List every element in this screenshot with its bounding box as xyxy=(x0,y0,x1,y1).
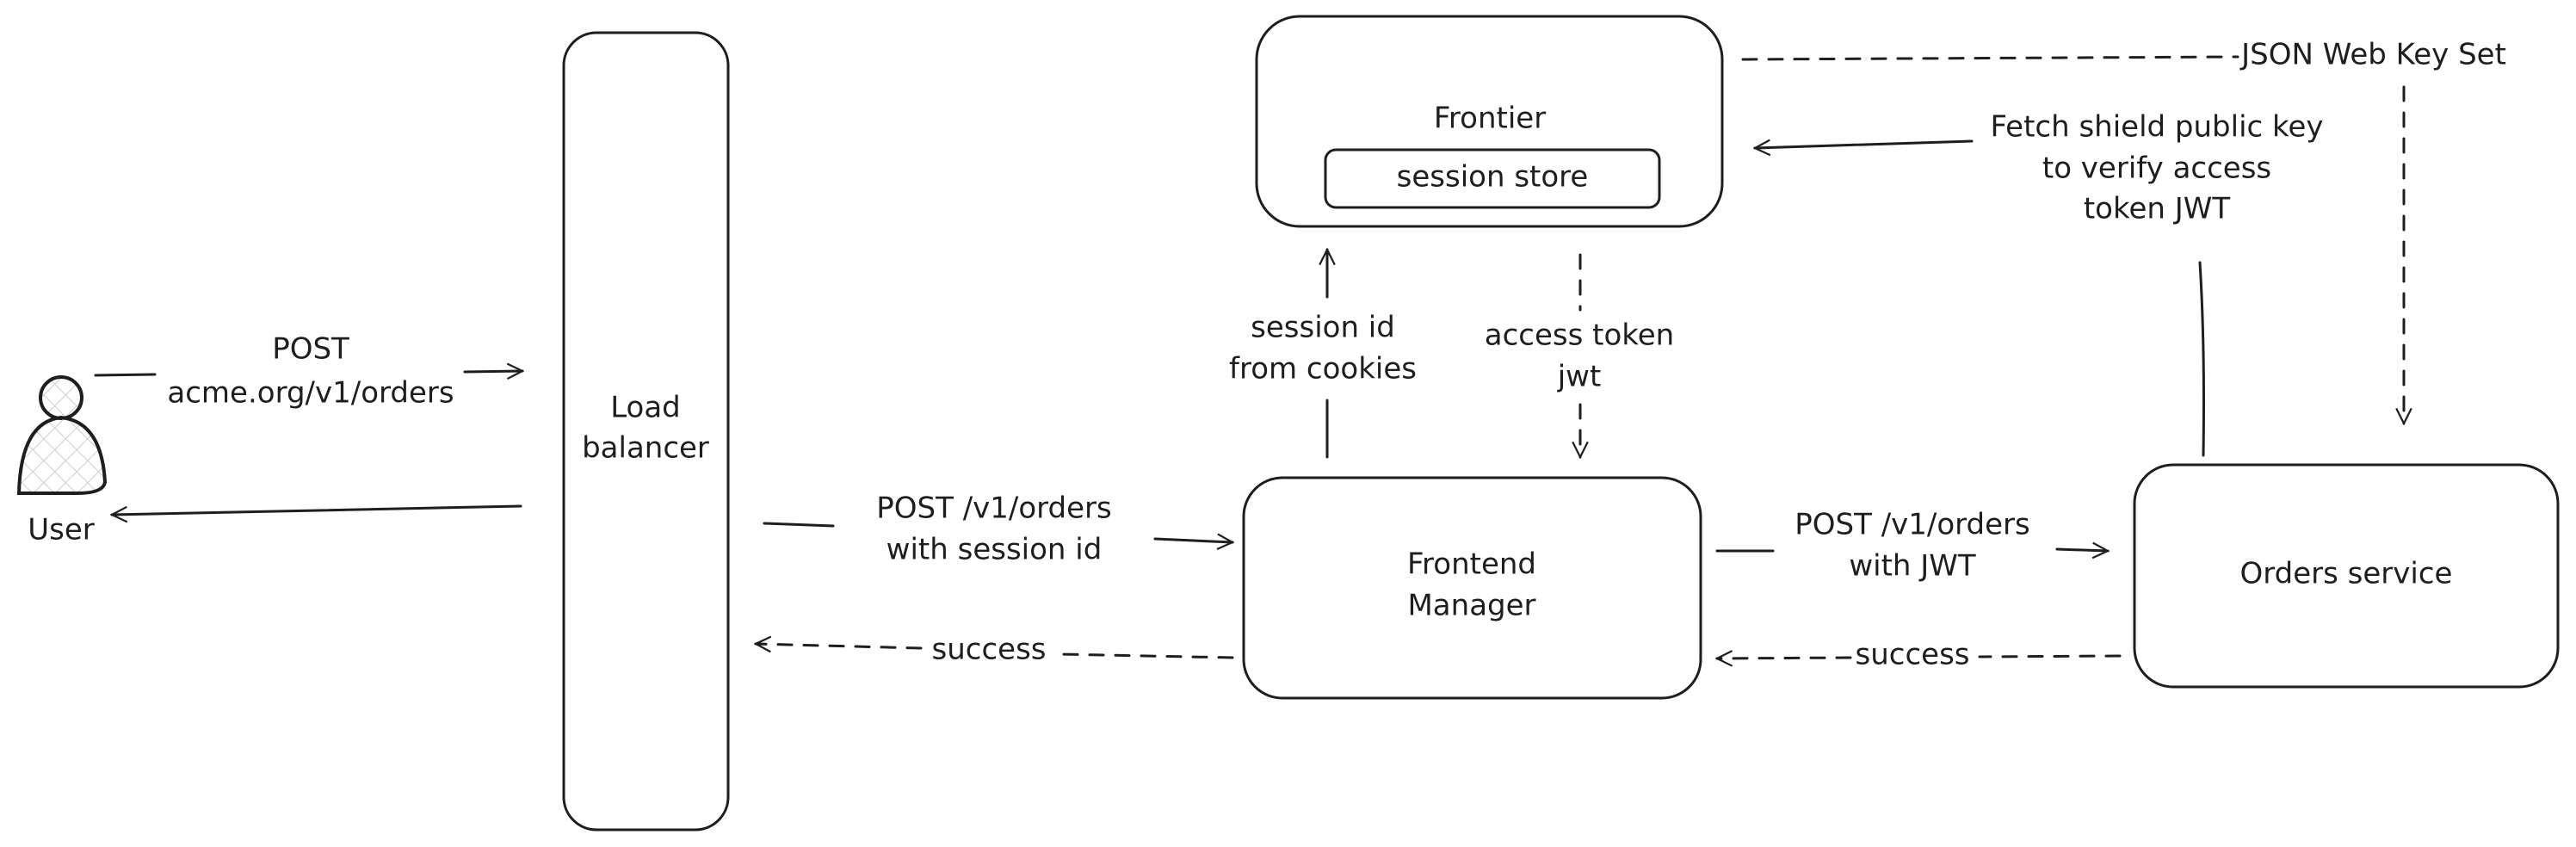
svg-text:success: success xyxy=(932,633,1047,667)
edge-load-balancer-to-frontend-manager: POST /v1/orders with session id xyxy=(763,492,1232,567)
frontend-manager-label: Frontend xyxy=(1407,547,1536,582)
svg-text:acme.org/v1/orders: acme.org/v1/orders xyxy=(167,376,454,411)
edge-user-to-load-balancer: POST acme.org/v1/orders xyxy=(94,332,522,411)
svg-text:from cookies: from cookies xyxy=(1229,352,1417,386)
frontier-node[interactable]: Frontier session store xyxy=(1255,15,1724,228)
svg-text:POST /v1/orders: POST /v1/orders xyxy=(876,492,1111,526)
svg-text:with JWT: with JWT xyxy=(1849,549,1976,584)
frontend-manager-node[interactable]: Frontend Manager xyxy=(1242,476,1702,700)
svg-text:success: success xyxy=(1856,638,1970,672)
session-store-label: session store xyxy=(1397,160,1589,195)
svg-text:JSON Web Key Set: JSON Web Key Set xyxy=(2239,38,2506,72)
session-store-node[interactable] xyxy=(1324,148,1661,209)
svg-text:token JWT: token JWT xyxy=(2084,192,2231,226)
user-body-icon xyxy=(16,415,108,495)
svg-text:POST /v1/orders: POST /v1/orders xyxy=(1795,508,2029,542)
edge-jwks-to-orders-service: JSON Web Key Set xyxy=(1741,38,2506,424)
user-head-icon xyxy=(39,375,83,420)
load-balancer-node[interactable]: Load balancer xyxy=(562,31,730,832)
svg-text:access token: access token xyxy=(1485,318,1674,353)
user-label: User xyxy=(28,513,95,547)
edge-frontier-to-frontend-manager: access token jwt xyxy=(1485,253,1674,457)
svg-text:session id: session id xyxy=(1251,311,1395,345)
orders-service-label: Orders service xyxy=(2240,557,2453,591)
edge-frontend-manager-to-orders-service: POST /v1/orders with JWT xyxy=(1715,508,2108,584)
frontend-manager-label: Manager xyxy=(1407,589,1535,623)
svg-text:Fetch shield public key: Fetch shield public key xyxy=(1990,110,2323,145)
svg-text:jwt: jwt xyxy=(1557,360,1602,394)
svg-text:to verify access: to verify access xyxy=(2042,151,2271,186)
edge-frontend-manager-to-load-balancer: success xyxy=(756,633,1234,667)
edge-frontend-manager-to-frontier: session id from cookies xyxy=(1229,250,1417,459)
edge-load-balancer-to-user xyxy=(112,504,522,515)
load-balancer-label: balancer xyxy=(582,431,709,466)
edge-orders-service-to-frontend-manager: success xyxy=(1717,638,2122,672)
svg-text:with session id: with session id xyxy=(886,533,1103,567)
edge-orders-service-to-frontier: Fetch shield public key to verify access… xyxy=(1755,110,2324,457)
frontier-label: Frontier xyxy=(1434,102,1546,136)
user-actor: User xyxy=(16,375,108,547)
orders-service-node[interactable]: Orders service xyxy=(2133,463,2560,689)
svg-text:POST: POST xyxy=(272,332,349,367)
load-balancer-label: Load xyxy=(610,391,681,425)
